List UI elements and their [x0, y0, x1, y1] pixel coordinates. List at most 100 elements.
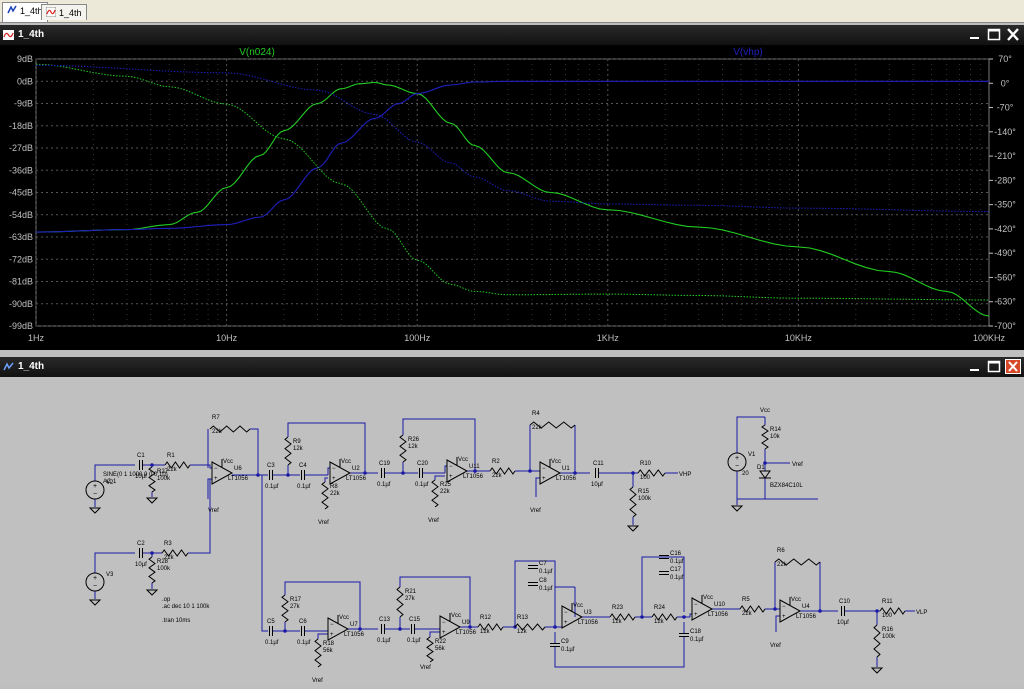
resistor-r21[interactable] — [396, 586, 404, 618]
resistor-r1[interactable] — [164, 461, 191, 469]
resistor-r3[interactable] — [161, 549, 189, 557]
resistor-r2[interactable] — [489, 467, 516, 475]
opamp-u6[interactable]: −+ — [211, 459, 234, 485]
resistor-r12[interactable] — [477, 623, 504, 631]
component-label: 12k — [408, 444, 419, 450]
close-icon[interactable] — [1005, 27, 1021, 42]
opamp-u9[interactable]: −+ — [439, 613, 462, 639]
component-label: C6 — [299, 619, 307, 625]
capacitor-c1[interactable] — [139, 460, 143, 470]
component-label: R13 — [517, 615, 529, 621]
resistor-r6[interactable] — [774, 558, 821, 566]
resistor-r28[interactable] — [148, 556, 156, 584]
capacitor-c3[interactable] — [269, 470, 273, 480]
opamp-u7[interactable]: −+ — [327, 615, 350, 641]
trace-phase-2-phase[interactable] — [35, 63, 990, 301]
resistor-symbol — [629, 486, 637, 518]
trace-vn024-magnitude[interactable] — [35, 81, 990, 317]
tab-waveform[interactable]: 1_4th — [41, 4, 87, 20]
resistor-r9[interactable] — [284, 436, 292, 466]
capacitor-c4[interactable] — [301, 470, 305, 480]
resistor-r13[interactable] — [514, 623, 546, 631]
opamp-u4[interactable]: −+ — [779, 597, 802, 623]
x-tick-label: 100KHz — [973, 333, 1006, 343]
capacitor-c9[interactable] — [550, 643, 560, 647]
capacitor-c16[interactable] — [659, 555, 669, 559]
wire — [94, 464, 135, 481]
capacitor-c15[interactable] — [411, 624, 415, 634]
resistor-symbol — [321, 481, 329, 510]
capacitor-c7[interactable] — [528, 565, 538, 569]
y-right-tick-label: 0° — [1001, 78, 1010, 88]
component-label: C11 — [593, 461, 604, 467]
resistor-r14[interactable] — [761, 424, 769, 450]
trace-vvhp-magnitude[interactable] — [35, 80, 989, 233]
capacitor-c2[interactable] — [139, 548, 143, 558]
zener-diode-d1[interactable] — [759, 470, 771, 479]
resistor-symbol — [148, 466, 156, 493]
x-tick-label: 100Hz — [404, 333, 431, 343]
resistor-r7[interactable] — [209, 425, 251, 433]
trace-phase-3-phase[interactable] — [35, 64, 990, 213]
trace-label-green[interactable]: V(n024) — [239, 47, 275, 58]
component-label: Vcc — [223, 459, 233, 465]
component-label: 100k — [638, 496, 652, 502]
resistor-symbol — [637, 469, 666, 477]
opamp-u1[interactable]: −+ — [539, 459, 562, 485]
resistor-r25[interactable] — [431, 479, 439, 508]
component-label: C7 — [539, 561, 547, 567]
capacitor-c18[interactable] — [679, 633, 689, 637]
capacitor-c8[interactable] — [528, 582, 538, 586]
component-label: Vcc — [551, 459, 561, 465]
resistor-r26[interactable] — [399, 434, 407, 463]
capacitor-c5[interactable] — [269, 626, 273, 636]
component-label: VLP — [916, 610, 927, 616]
opamp-u3[interactable]: −+ — [561, 603, 584, 629]
resistor-r8[interactable] — [321, 481, 329, 510]
voltage-source-v1[interactable]: +− — [727, 452, 747, 472]
maximize-icon[interactable] — [986, 359, 1002, 374]
component-label: Vref — [312, 678, 323, 684]
resistor-r27[interactable] — [148, 466, 156, 493]
capacitor-c13[interactable] — [381, 624, 385, 634]
capacitor-c6[interactable] — [301, 626, 305, 636]
component-label: C13 — [379, 617, 391, 623]
resistor-r18[interactable] — [314, 638, 322, 668]
resistor-r16[interactable] — [873, 624, 881, 658]
opamp-u11[interactable]: −+ — [446, 457, 469, 483]
component-label: R15 — [638, 489, 650, 495]
close-icon[interactable] — [1005, 359, 1021, 374]
resistor-r10[interactable] — [637, 469, 666, 477]
capacitor-c11[interactable] — [595, 468, 599, 478]
capacitor-c20[interactable] — [419, 468, 423, 478]
component-label: LT1056 — [456, 630, 477, 636]
capacitor-c17[interactable] — [659, 571, 669, 575]
resistor-r11[interactable] — [879, 607, 906, 615]
resistor-r15[interactable] — [629, 486, 637, 518]
voltage-source-v2[interactable]: +− — [85, 480, 105, 500]
resistor-r4[interactable] — [529, 421, 576, 429]
wire — [399, 576, 471, 627]
waveform-chart[interactable]: V(n024) V(vhp) 9dB0dB-9dB-18dB-27dB-36dB… — [0, 45, 1024, 350]
capacitor-c19[interactable] — [381, 468, 385, 478]
component-label: U6 — [234, 466, 242, 472]
resistor-r17[interactable] — [281, 594, 289, 623]
trace-label-blue[interactable]: V(vhp) — [733, 47, 762, 58]
resistor-r5[interactable] — [739, 605, 766, 613]
component-label: 10µf — [135, 562, 147, 568]
voltage-source-v3[interactable]: +− — [85, 572, 105, 592]
maximize-icon[interactable] — [986, 27, 1002, 42]
resistor-r22[interactable] — [426, 636, 434, 663]
tab-schematic-label: 1_4th — [20, 6, 43, 16]
component-label: LT1056 — [463, 474, 484, 480]
opamp-u10[interactable]: −+ — [691, 595, 714, 621]
resistor-r24[interactable] — [651, 613, 678, 621]
opamp-u2[interactable]: −+ — [329, 459, 352, 485]
resistor-r23[interactable] — [609, 613, 636, 621]
capacitor-c10[interactable] — [841, 606, 845, 616]
minimize-icon[interactable] — [967, 359, 983, 374]
minimize-icon[interactable] — [967, 27, 983, 42]
